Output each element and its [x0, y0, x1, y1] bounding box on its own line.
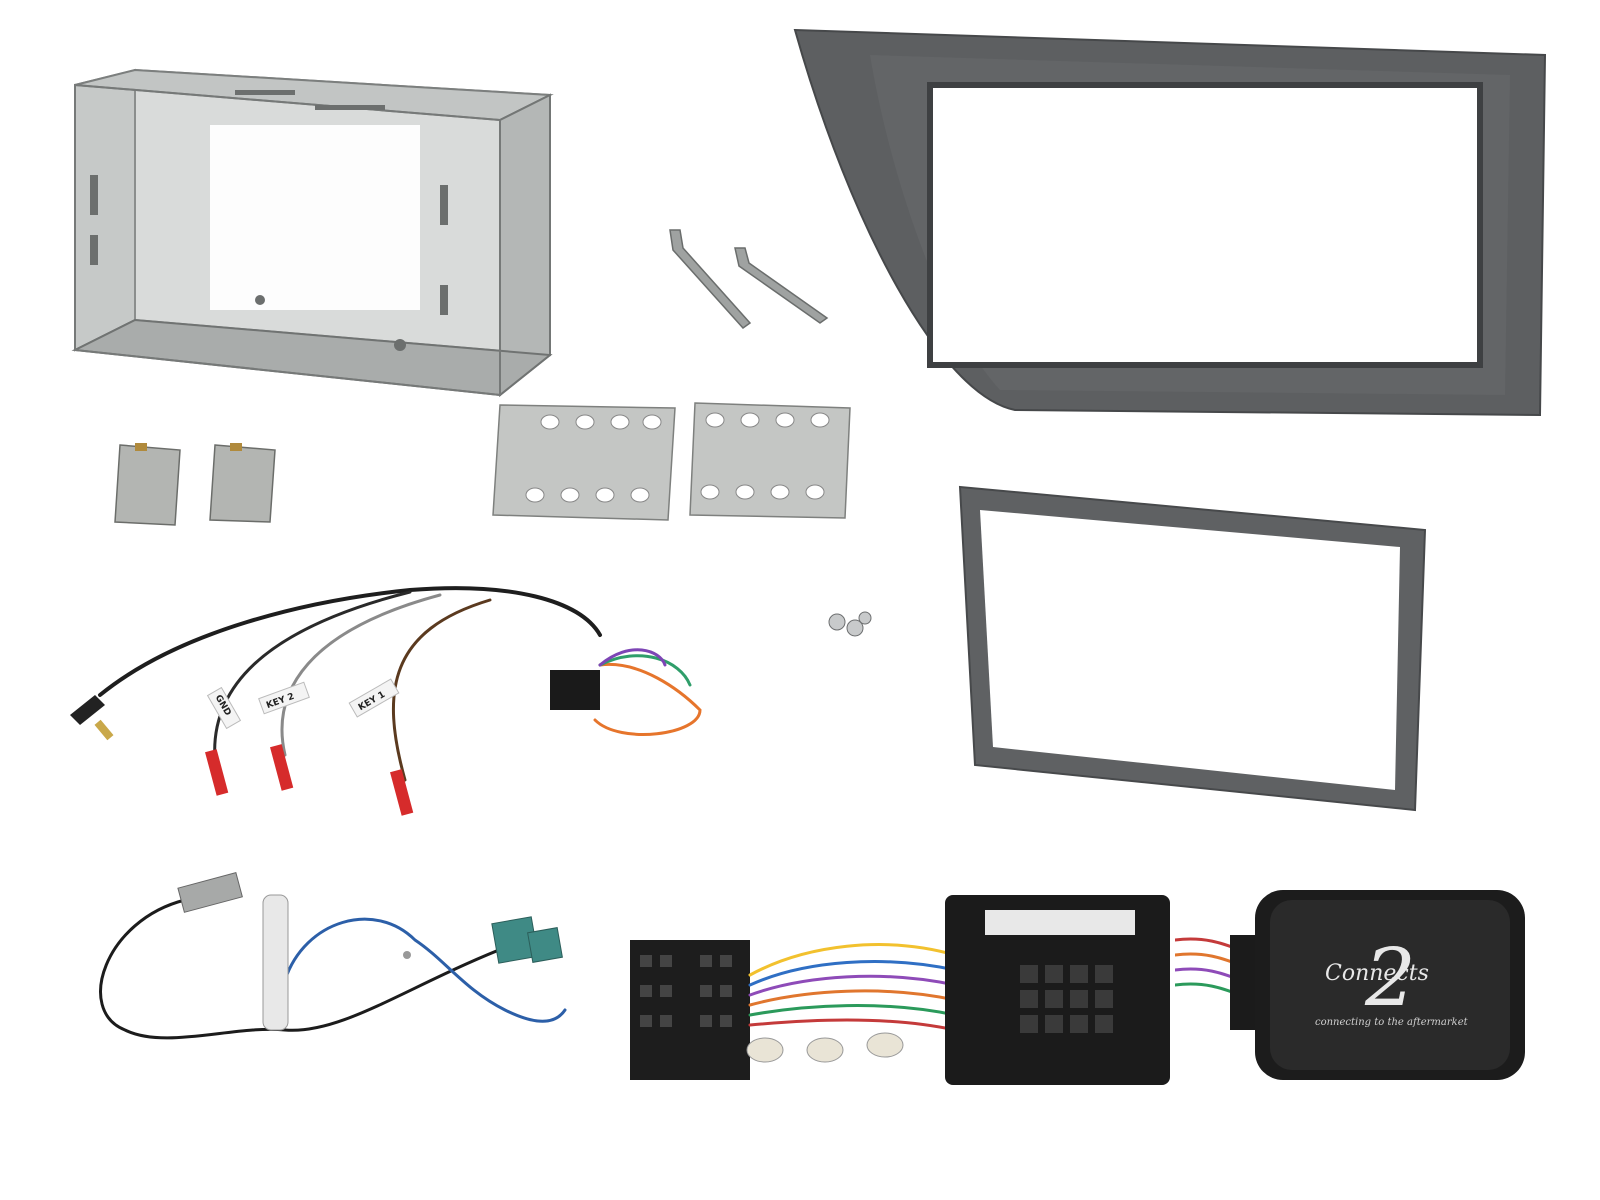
quadlock-connector — [940, 890, 1175, 1090]
steering-wire-harness: GND KEY 2 KEY 1 — [60, 570, 710, 820]
interface-logo-text: Connects — [1325, 961, 1429, 986]
screws — [825, 610, 875, 640]
iso-harness — [625, 885, 970, 1085]
interface-logo-number: 2 — [1364, 931, 1416, 1024]
steering-interface-box: 2 Connects connecting to the aftermarket — [1175, 880, 1535, 1090]
mounting-bracket-left — [110, 440, 280, 530]
removal-keys — [665, 228, 835, 333]
perforated-plates — [490, 400, 855, 525]
secondary-fascia-frame — [955, 485, 1430, 815]
metal-mounting-cage — [60, 65, 560, 410]
main-fascia-panel — [790, 25, 1560, 425]
interface-tagline: connecting to the aftermarket — [1315, 1017, 1469, 1028]
antenna-adapter — [85, 860, 575, 1060]
